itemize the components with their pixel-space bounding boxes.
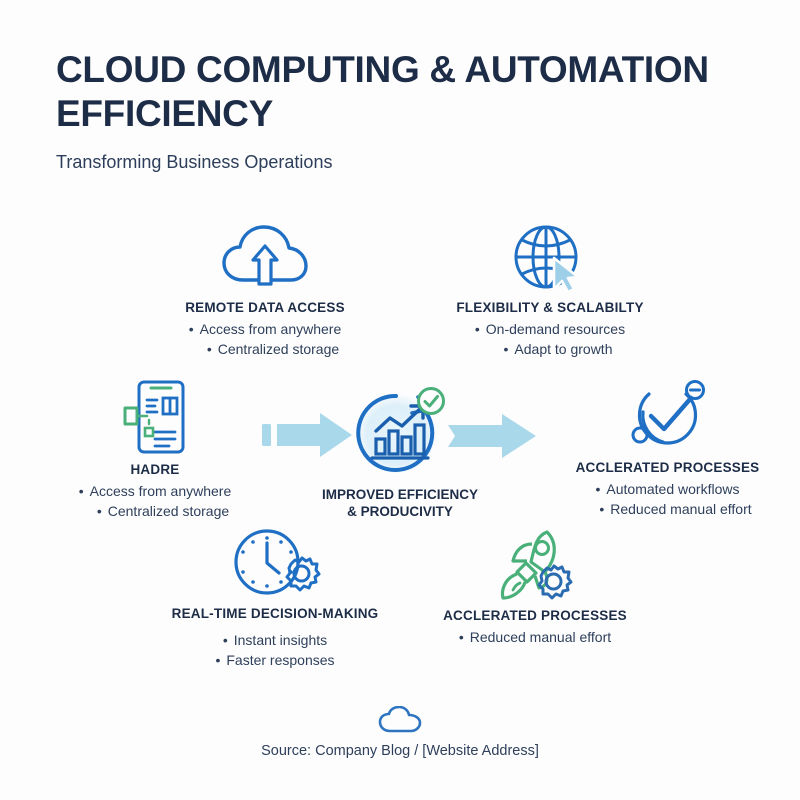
arrow-right-light-icon-right <box>446 413 538 464</box>
center-title-line-1: IMPROVED EFFICIENCY <box>321 487 478 502</box>
cluster-title: REMOTE DATA ACCESS <box>185 300 345 315</box>
cluster-bullets: Access from anywhere Centralized storage <box>45 481 265 521</box>
cluster-accelerated-processes-right: ACCLERATED PROCESSES Automated workflows… <box>545 378 790 519</box>
list-item: Faster responses <box>145 650 405 670</box>
rocket-gear-icon <box>415 528 655 602</box>
list-item: Adapt to growth <box>440 339 660 359</box>
cluster-remote-data-access: REMOTE DATA ACCESS Access from anywhere … <box>155 222 375 359</box>
cluster-bullets: Access from anywhere Centralized storage <box>155 319 375 359</box>
cluster-title: ACCLERATED PROCESSES <box>575 460 760 475</box>
cluster-real-time-decision-making: REAL-TIME DECISION-MAKING Instant insigh… <box>145 528 405 670</box>
footer: Source: Company Blog / [Website Address] <box>0 705 800 759</box>
check-circle-icon <box>417 387 445 415</box>
arrow-right-light-icon-left <box>262 411 354 464</box>
bar-chart-growth-icon <box>352 387 448 481</box>
cluster-title: ACCLERATED PROCESSES <box>443 608 627 623</box>
list-item: Instant insights <box>145 630 405 650</box>
list-item: Reduced manual effort <box>545 499 790 519</box>
cluster-flexibility-scalability: FLEXIBILITY & SCALABILTY On-demand resou… <box>440 222 660 359</box>
list-item: Centralized storage <box>155 339 375 359</box>
list-item: Centralized storage <box>45 501 265 521</box>
list-item: Access from anywhere <box>155 319 375 339</box>
cluster-accelerated-processes-bottom: ACCLERATED PROCESSES Reduced manual effo… <box>415 528 655 647</box>
list-item: On-demand resources <box>440 319 660 339</box>
page-title: CLOUD COMPUTING & AUTOMATION EFFICIENCY <box>56 49 709 134</box>
cluster-bullets: On-demand resources Adapt to growth <box>440 319 660 359</box>
header: CLOUD COMPUTING & AUTOMATION EFFICIENCY … <box>56 48 756 174</box>
cloud-upload-icon <box>155 222 375 294</box>
list-item: Access from anywhere <box>45 481 265 501</box>
cloud-icon <box>0 705 800 734</box>
source-text: Source: Company Blog / [Website Address] <box>261 743 539 759</box>
cluster-hadre: HADRE Access from anywhere Centralized s… <box>45 378 265 521</box>
clock-gear-icon <box>145 528 405 600</box>
cluster-title: HADRE <box>130 462 180 477</box>
checkmark-circle-icon <box>545 378 790 454</box>
cluster-bullets: Instant insights Faster responses <box>145 630 405 670</box>
page-subtitle: Transforming Business Operations <box>56 152 333 172</box>
center-title-line-2: & PRODUCIVITY <box>347 504 453 519</box>
list-item: Automated workflows <box>545 479 790 499</box>
cluster-bullets: Reduced manual effort <box>415 627 655 647</box>
list-item: Reduced manual effort <box>415 627 655 647</box>
cluster-title: FLEXIBILITY & SCALABILTY <box>456 300 644 315</box>
cluster-bullets: Automated workflows Reduced manual effor… <box>545 479 790 519</box>
center-node-improved-efficiency: IMPROVED EFFICIENCY & PRODUCIVITY <box>318 385 482 520</box>
document-tablet-icon <box>45 378 265 456</box>
cluster-title: REAL-TIME DECISION-MAKING <box>171 606 379 621</box>
globe-cursor-icon <box>440 222 660 294</box>
